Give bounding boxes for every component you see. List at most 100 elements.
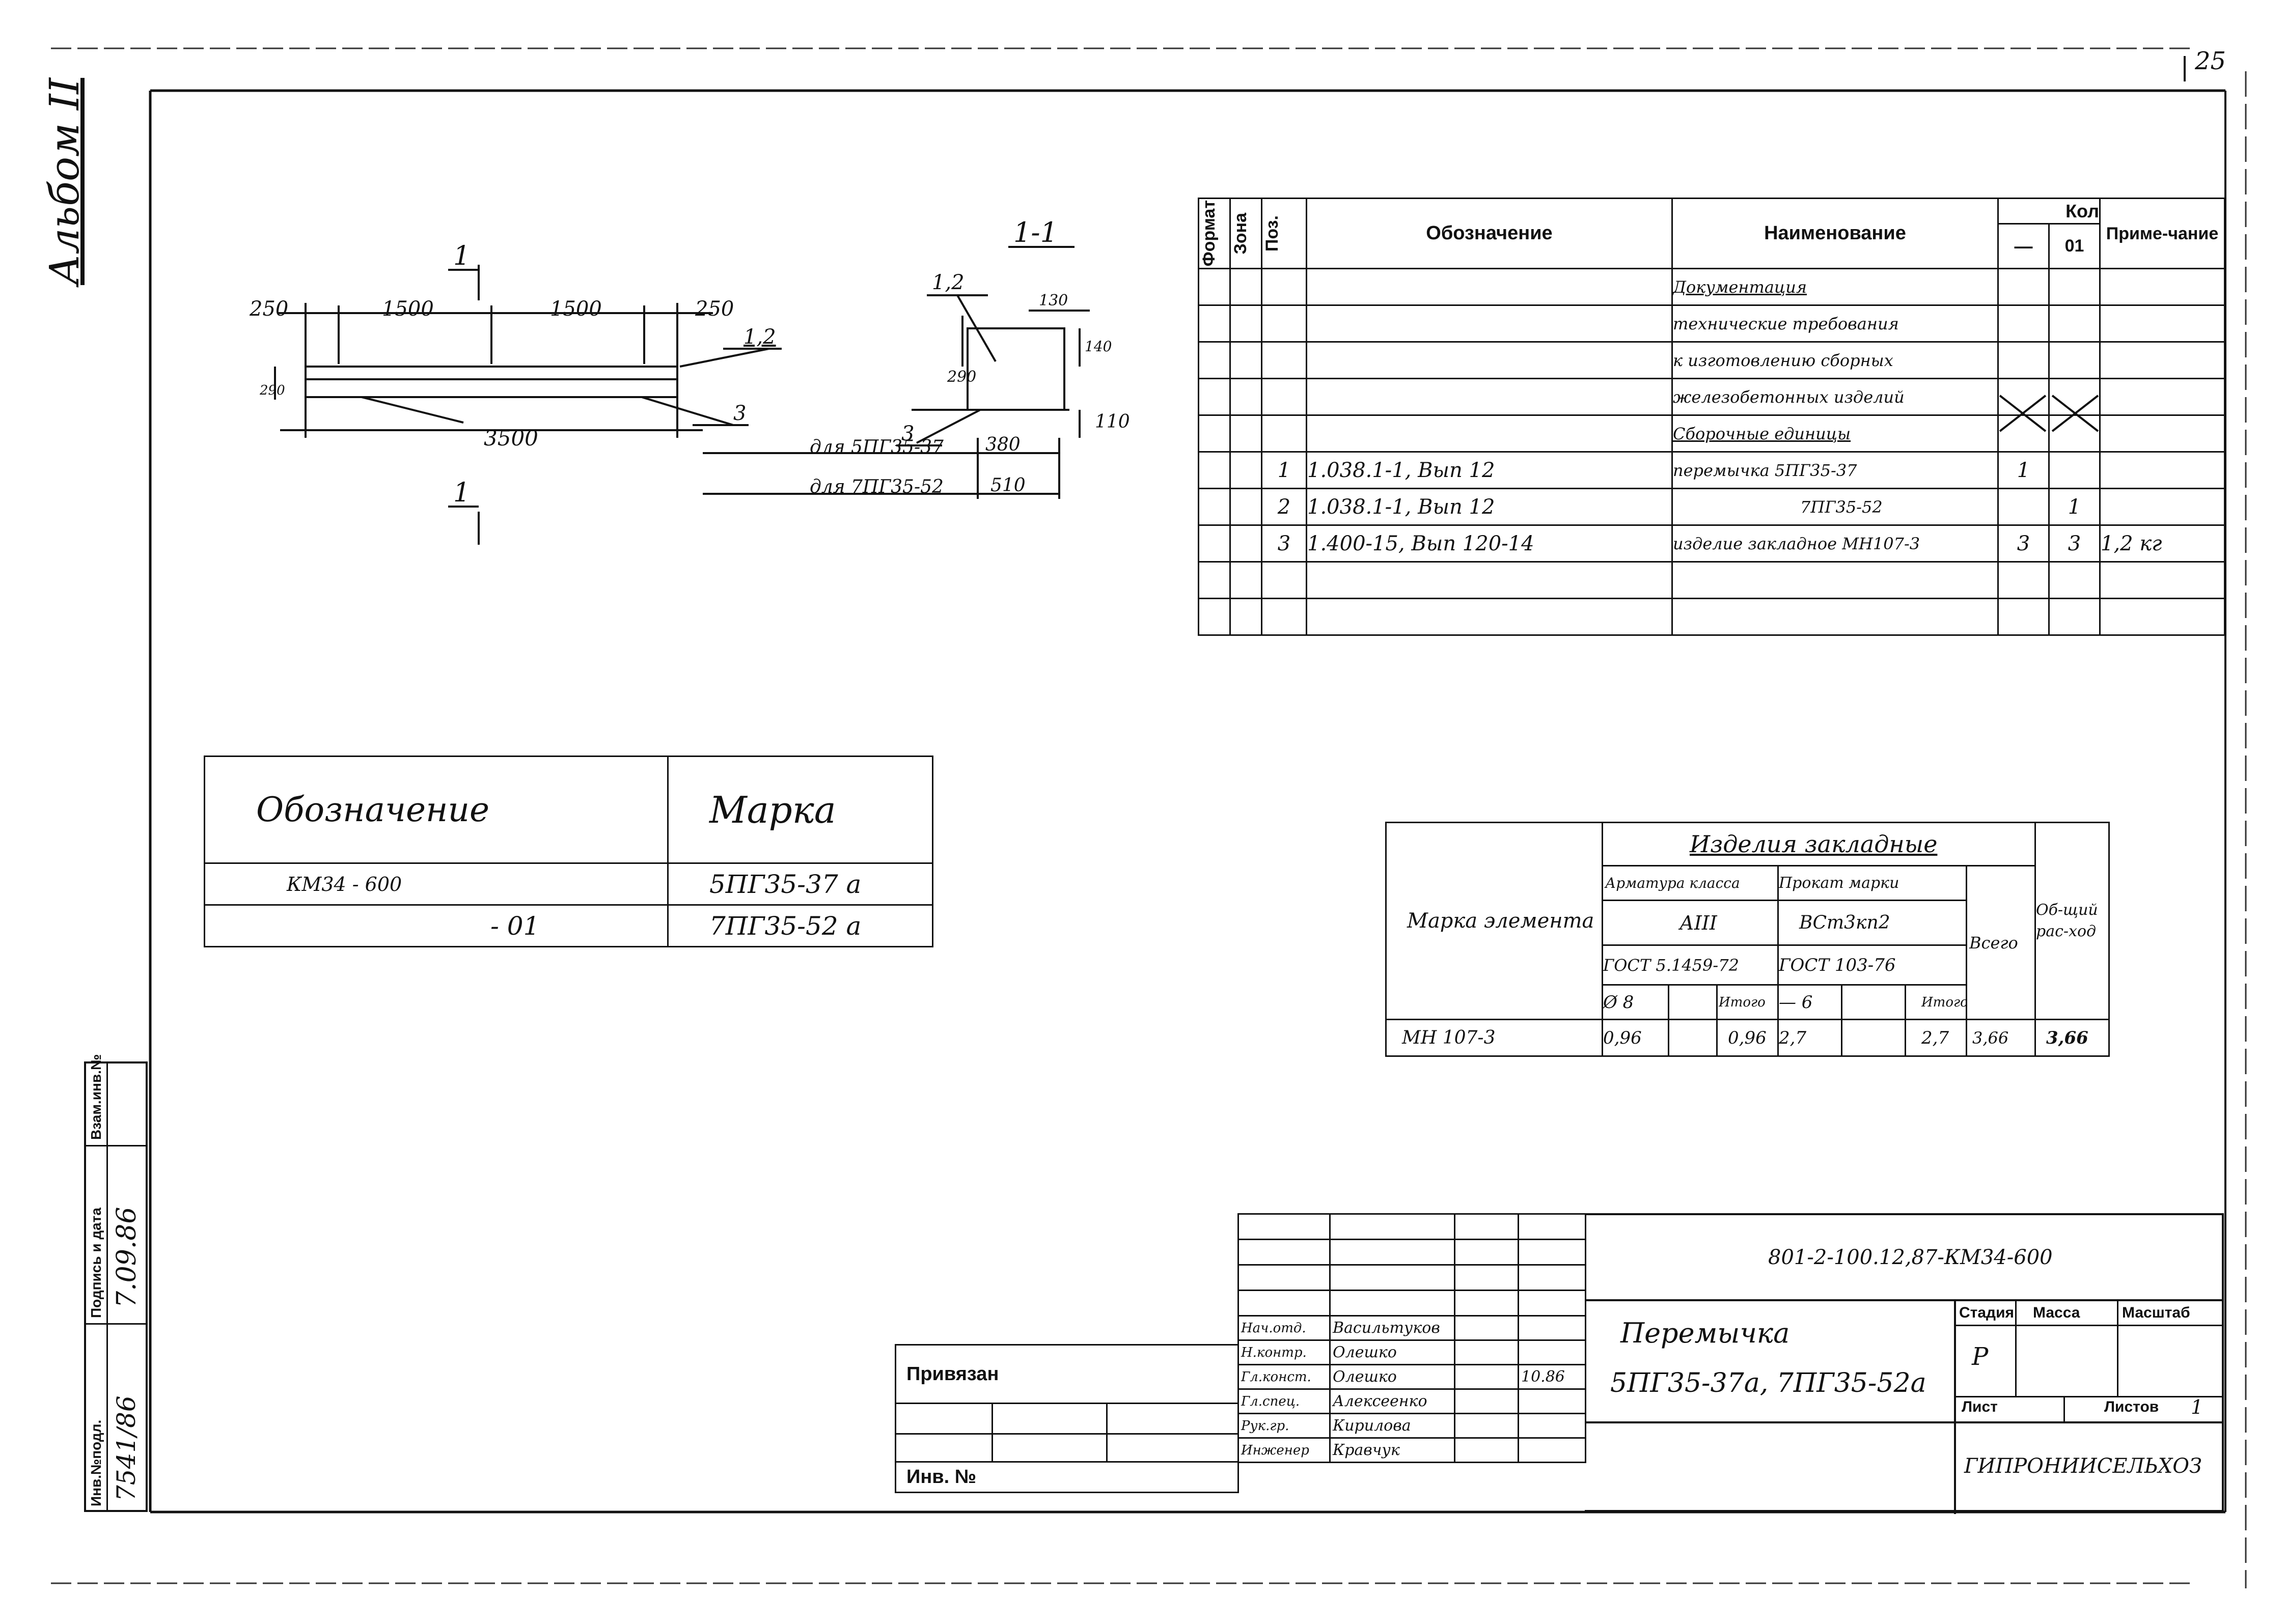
spec-format bbox=[1198, 488, 1231, 526]
leader-1-2: 1,2 bbox=[743, 325, 776, 349]
spec-qty-b: 1 bbox=[2048, 488, 2101, 526]
title-line1: Перемычка bbox=[1620, 1317, 1790, 1349]
spec-row bbox=[1198, 561, 2225, 599]
stamp-row-div2 bbox=[86, 1323, 146, 1325]
spec-name: железобетонных изделий bbox=[1671, 378, 1999, 416]
for-value-1: 380 bbox=[985, 434, 1021, 455]
marks-row1-designation: КМ34 - 600 bbox=[204, 862, 669, 906]
emb-title: Изделия закладные bbox=[1602, 822, 2036, 866]
spec-zone bbox=[1229, 598, 1262, 636]
emb-row-d8: 0,96 bbox=[1602, 1019, 1669, 1057]
hdr-designation: Обозначение bbox=[1306, 198, 1673, 269]
spec-qty-a bbox=[1997, 561, 2050, 599]
tb-empty-row bbox=[1237, 1239, 1586, 1266]
spec-format bbox=[1198, 561, 1231, 599]
spec-note bbox=[2099, 561, 2225, 599]
spec-pos bbox=[1261, 414, 1307, 453]
spec-name: Документация bbox=[1671, 268, 1999, 306]
emb-rebar-class: Арматура класса bbox=[1602, 865, 1779, 901]
tb-date: 10.86 bbox=[1518, 1364, 1586, 1390]
section-dim-bottom: 110 bbox=[1095, 411, 1130, 432]
hdr-qty-a: — bbox=[1997, 223, 2050, 269]
spec-format bbox=[1198, 451, 1231, 489]
stamp-sign-date: Подпись и дата bbox=[88, 1208, 104, 1318]
for-label-1: для 5ПГ35-37 bbox=[810, 437, 944, 458]
spec-qty-a bbox=[1997, 304, 2050, 343]
spec-row: технические требования bbox=[1198, 304, 2225, 343]
spec-zone bbox=[1229, 304, 1262, 343]
doc-code: 801-2-100.12,87-КМ34-600 bbox=[1768, 1246, 2053, 1269]
spec-zone bbox=[1229, 561, 1262, 599]
spec-note bbox=[2099, 598, 2225, 636]
sheet-col bbox=[2063, 1396, 2065, 1421]
tb-date bbox=[1518, 1388, 1586, 1414]
spec-format bbox=[1198, 378, 1231, 416]
stage-header: Стадия bbox=[1959, 1304, 2015, 1321]
spec-format bbox=[1198, 304, 1231, 343]
emb-total-hdr: Всего bbox=[1966, 865, 2036, 1020]
spec-designation bbox=[1306, 561, 1673, 599]
tb-empty-row bbox=[1237, 1264, 1586, 1291]
tb-signature bbox=[1454, 1364, 1519, 1390]
emb-element-mark-hdr: Марка элемента bbox=[1385, 822, 1603, 1020]
spec-note bbox=[2099, 414, 2225, 453]
spec-zone bbox=[1229, 488, 1262, 526]
spec-qty-a bbox=[1997, 414, 2050, 453]
cross-marks bbox=[1999, 395, 2099, 432]
hdr-format: Формат bbox=[1199, 200, 1219, 267]
spec-designation bbox=[1306, 304, 1673, 343]
emb-rebar-gost: ГОСТ 5.1459-72 bbox=[1602, 944, 1779, 986]
spec-format bbox=[1198, 524, 1231, 563]
spec-qty-a: 1 bbox=[1997, 451, 2050, 489]
tb-role-row: Гл.спец.Алексеенко bbox=[1237, 1388, 1586, 1414]
emb-row-itogo1: 0,96 bbox=[1716, 1019, 1779, 1057]
spec-name: изделие закладное МН107-3 bbox=[1671, 524, 1999, 563]
tb-role: Н.контр. bbox=[1237, 1339, 1331, 1365]
tb-role: Инженер bbox=[1237, 1437, 1331, 1463]
spec-name: перемычка 5ПГ35-37 bbox=[1671, 451, 1999, 489]
dim-left: 250 bbox=[249, 297, 288, 321]
hdr-pos: Поз. bbox=[1262, 215, 1282, 252]
spec-qty-b bbox=[2048, 451, 2101, 489]
spec-qty-b bbox=[2048, 341, 2101, 379]
spec-qty-a bbox=[1997, 341, 2050, 379]
spec-format bbox=[1198, 598, 1231, 636]
sheet-label: Лист bbox=[1962, 1398, 1998, 1415]
spec-row: к изготовлению сборных bbox=[1198, 341, 2225, 379]
spec-designation: 1.038.1-1, Вып 12 bbox=[1306, 488, 1673, 526]
title-divider-1 bbox=[1585, 1299, 2224, 1301]
emb-sub-itogo2: Итого bbox=[1905, 984, 1967, 1020]
mass-header: Масса bbox=[2033, 1304, 2080, 1321]
spec-note bbox=[2099, 378, 2225, 416]
stamp-inv-value: 7541/86 bbox=[112, 1395, 141, 1501]
tb-role: Гл.спец. bbox=[1237, 1388, 1331, 1414]
spec-qty-a bbox=[1997, 378, 2050, 416]
hdr-zone: Зона bbox=[1231, 212, 1251, 255]
tb-date bbox=[1518, 1437, 1586, 1463]
embedded-table: Марка элемента Изделия закладные Об-щий … bbox=[1385, 822, 2110, 1057]
spec-pos bbox=[1261, 561, 1307, 599]
spec-zone bbox=[1229, 378, 1262, 416]
spec-format bbox=[1198, 268, 1231, 306]
emb-row-overall: 3,66 bbox=[2034, 1019, 2110, 1057]
sheets-value: 1 bbox=[2191, 1396, 2204, 1418]
spec-table: Формат Зона Поз. Обозначение Наименовани… bbox=[1198, 198, 2225, 636]
section-dim-side: 290 bbox=[947, 368, 976, 386]
emb-sub-minus6: — 6 bbox=[1777, 984, 1842, 1020]
dim-mid1: 1500 bbox=[382, 297, 434, 321]
spec-designation bbox=[1306, 414, 1673, 453]
tb-person: Кирилова bbox=[1329, 1413, 1455, 1439]
stage-col-left bbox=[1954, 1299, 1956, 1514]
tb-role-row: Нач.отд.Васильтуков bbox=[1237, 1315, 1586, 1341]
stamp-row-div1 bbox=[86, 1145, 146, 1146]
sheet-row-line bbox=[1954, 1396, 2224, 1397]
leader-3: 3 bbox=[733, 402, 746, 425]
spec-designation bbox=[1306, 341, 1673, 379]
spec-format bbox=[1198, 414, 1231, 453]
spec-pos bbox=[1261, 304, 1307, 343]
dim-total: 3500 bbox=[484, 426, 538, 451]
emb-row-mark: МН 107-3 bbox=[1385, 1019, 1603, 1057]
stamp-inv-orig: Инв.№подл. bbox=[88, 1419, 104, 1506]
spec-designation: 1.038.1-1, Вып 12 bbox=[1306, 451, 1673, 489]
tb-date bbox=[1518, 1315, 1586, 1341]
